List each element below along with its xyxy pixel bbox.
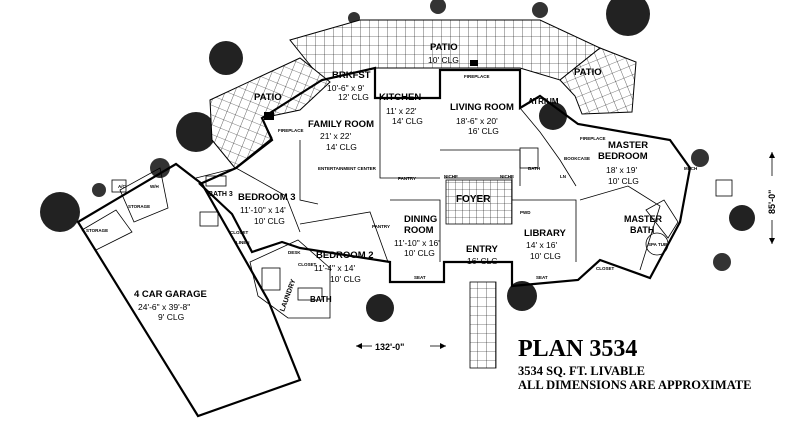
seat2-label: SEAT xyxy=(536,275,548,280)
seat1-label: SEAT xyxy=(414,275,426,280)
closet-master-label: CLOSET xyxy=(596,266,615,271)
desk-label: DESK xyxy=(288,250,301,255)
bedroom3-ceiling: 10' CLG xyxy=(254,216,285,226)
house-walls xyxy=(195,66,692,319)
dining-size: 11'-10" x 16' xyxy=(394,238,440,248)
garage-size: 24'-6" x 39'-8" xyxy=(138,302,190,312)
library-ceiling: 10' CLG xyxy=(530,251,561,261)
family-size: 21' x 22' xyxy=(320,131,352,141)
patio-right-name: PATIO xyxy=(574,67,602,78)
living-size: 18'-6" x 20' xyxy=(456,116,498,126)
tree-icon xyxy=(430,0,446,14)
master-bed-size: 18' x 19' xyxy=(606,165,638,175)
closet-b3-label: CLOSET xyxy=(230,230,249,235)
tree-icon xyxy=(92,183,106,197)
dining-ceiling: 10' CLG xyxy=(404,248,435,258)
fireplace-living-label: FIREPLACE xyxy=(464,74,490,79)
living-name: LIVING ROOM xyxy=(450,102,514,113)
master-bath-name-line2: BATH xyxy=(630,225,654,235)
tree-icon xyxy=(606,0,650,36)
bedroom3-name: BEDROOM 3 xyxy=(238,192,296,203)
dimension-lines xyxy=(356,152,775,349)
tree-icon xyxy=(40,192,80,232)
bedroom2-size: 11'-4" x 14' xyxy=(314,263,355,273)
entry-ceiling: 16' CLG xyxy=(467,256,498,266)
tree-icon xyxy=(532,2,548,18)
patio-center-name: PATIO xyxy=(430,42,458,53)
plan-note: ALL DIMENSIONS ARE APPROXIMATE xyxy=(518,378,752,392)
fireplace-family-label: FIREPLACE xyxy=(278,128,304,133)
patio-areas xyxy=(209,19,637,169)
family-ceiling: 14' CLG xyxy=(326,142,357,152)
master-bed-name-line1: MASTER xyxy=(608,140,648,151)
bath2-name: BATH xyxy=(310,295,332,304)
wh-label: W/H xyxy=(150,184,159,189)
tree-icon xyxy=(209,41,243,75)
kitchen-size: 11' x 22' xyxy=(386,106,417,116)
living-ceiling: 16' CLG xyxy=(468,126,499,136)
pantry2-label: PANTRY xyxy=(372,224,390,229)
tree-icon xyxy=(691,149,709,167)
brkfst-size: 10'-6" x 9' xyxy=(327,83,364,93)
master-bed-name-line2: BEDROOM xyxy=(598,151,648,162)
room-labels: PATIO 10' CLG PATIO PATIO BRKFST 10'-6" … xyxy=(134,42,663,322)
tree-icon xyxy=(176,112,216,152)
dining-name-line1: DINING xyxy=(404,214,437,225)
entry-name: ENTRY xyxy=(466,244,499,255)
garage-ceiling: 9' CLG xyxy=(158,312,184,322)
library-name: LIBRARY xyxy=(524,228,567,239)
foyer-name: FOYER xyxy=(456,194,491,205)
annotation-labels: FIREPLACE FIREPLACE FIREPLACE ENTERTAINM… xyxy=(86,74,697,280)
kitchen-name: KITCHEN xyxy=(379,92,421,103)
patio-center-ceiling: 10' CLG xyxy=(428,55,459,65)
atrium-name: ATRIUM xyxy=(528,97,559,106)
tree-icon xyxy=(366,294,394,322)
bedroom3-size: 11'-10" x 14' xyxy=(240,205,286,215)
family-name: FAMILY ROOM xyxy=(308,119,374,130)
storage1-label: STORAGE xyxy=(128,204,150,209)
kitchen-ceiling: 14' CLG xyxy=(392,116,423,126)
dining-name-line2: ROOM xyxy=(404,225,434,236)
master-bath-name-line1: MASTER xyxy=(624,214,663,224)
linen-label: LINEN xyxy=(236,240,250,245)
tree-icon xyxy=(507,281,537,311)
bedroom2-name: BEDROOM 2 xyxy=(316,250,374,261)
ac-label: A/C xyxy=(118,184,127,189)
dimension-depth-label: 85'-0" xyxy=(767,190,777,214)
closet-b2-label: CLOSET xyxy=(298,262,317,267)
spa-tub-label: SPA TUB xyxy=(648,242,668,247)
plan-area: 3534 SQ. FT. LIVABLE xyxy=(518,364,646,378)
ln-label: LN xyxy=(560,174,566,179)
storage2-label: STORAGE xyxy=(86,228,108,233)
patio-left-name: PATIO xyxy=(254,92,282,103)
master-bed-ceiling: 10' CLG xyxy=(608,176,639,186)
bath3-name: BATH 3 xyxy=(208,191,233,198)
plan-title: PLAN 3534 xyxy=(518,336,638,362)
entertainment-label: ENTERTAINMENT CENTER xyxy=(318,166,377,171)
niche1-label: NICHE xyxy=(444,174,458,179)
dimension-width-label: 132'-0" xyxy=(375,342,404,352)
entry-walk xyxy=(469,281,497,369)
bath-small-label: BATH xyxy=(528,166,540,171)
pwd-label: PWD xyxy=(520,210,531,215)
brkfst-name: BRKFST xyxy=(332,70,371,81)
pantry-label: PANTRY xyxy=(398,176,416,181)
brkfst-ceiling: 12' CLG xyxy=(338,92,369,102)
mech-label: MECH xyxy=(684,166,697,171)
fireplace-master-label: FIREPLACE xyxy=(580,136,606,141)
garage-name: 4 CAR GARAGE xyxy=(134,289,207,300)
library-size: 14' x 16' xyxy=(526,240,558,250)
niche2-label: NICHE xyxy=(500,174,514,179)
fixtures xyxy=(111,60,733,301)
bookcase-label: BOOKCASE xyxy=(564,156,590,161)
garage-structure xyxy=(76,162,302,418)
tree-icon xyxy=(539,102,567,130)
landscape-trees xyxy=(40,0,755,322)
tree-icon xyxy=(713,253,731,271)
bedroom2-ceiling: 10' CLG xyxy=(330,274,361,284)
tree-icon xyxy=(729,205,755,231)
foyer-floor xyxy=(445,179,513,225)
laundry-name: LAUNDRY xyxy=(279,278,297,313)
